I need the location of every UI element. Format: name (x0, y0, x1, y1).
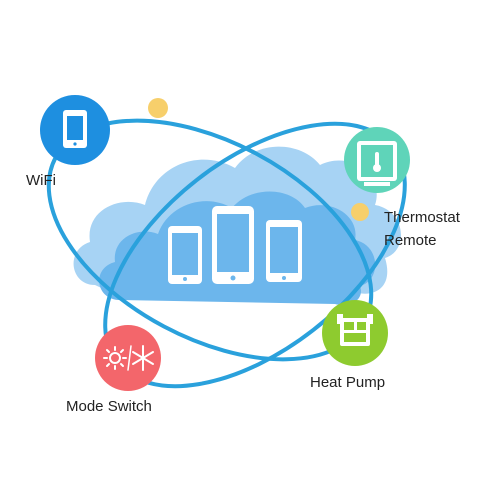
device-tablet-left (168, 226, 202, 284)
phone-icon (63, 110, 87, 148)
thermostat-label-line1: Thermostat (384, 209, 460, 226)
heat-pump-node[interactable] (322, 300, 388, 366)
heat-pump-label: Heat Pump (310, 374, 386, 391)
thermostat-label-line2: Remote (384, 232, 437, 249)
mode-switch-node[interactable] (95, 325, 161, 391)
mode-switch-label: Mode Switch (66, 398, 152, 415)
wifi-node[interactable] (40, 95, 110, 165)
heat-pump-icon (337, 314, 373, 346)
orbit-dot-top (148, 98, 168, 118)
thermostat-icon (357, 141, 397, 186)
device-phone-center (212, 206, 254, 284)
device-phone-right (266, 220, 302, 282)
wifi-label: WiFi (26, 172, 56, 189)
sun-snowflake-icon (103, 345, 154, 371)
thermostat-node[interactable] (344, 127, 410, 193)
orbit-dot-right (351, 203, 369, 221)
